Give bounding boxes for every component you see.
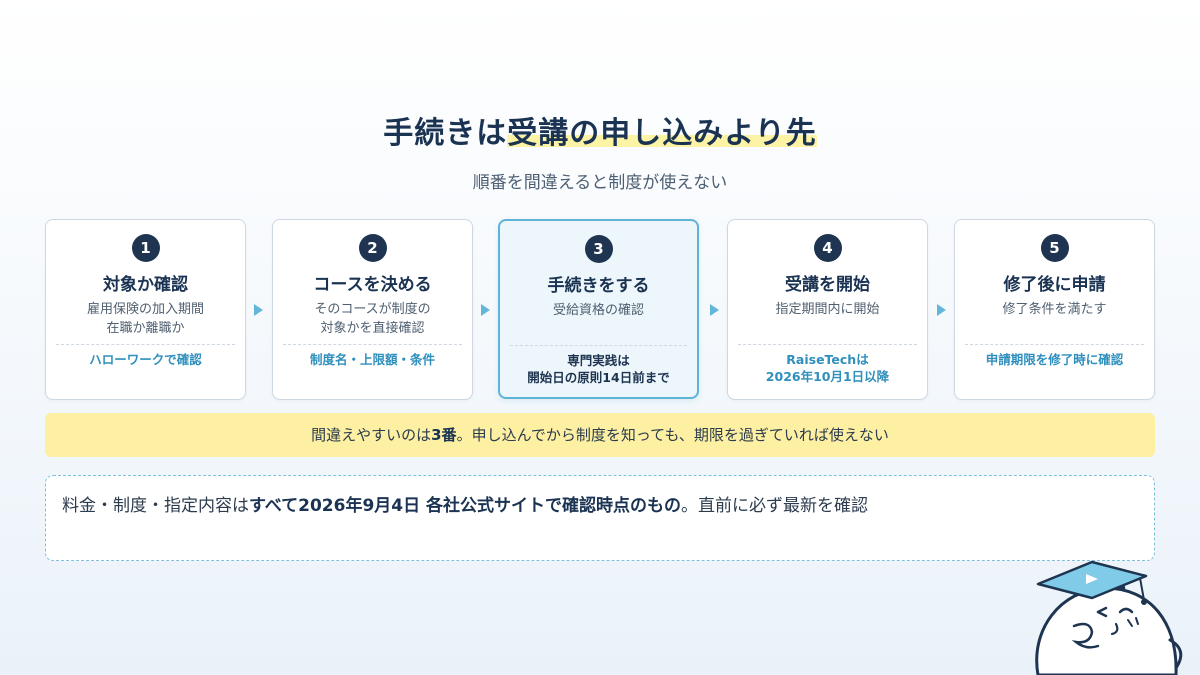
notice-box: 料金・制度・指定内容はすべて2026年9月4日 各社公式サイトで確認時点のもの。… <box>45 475 1155 561</box>
notice-strong: すべて2026年9月4日 各社公式サイトで確認時点のもの <box>249 496 682 516</box>
graduate-mascot-icon <box>1035 560 1183 675</box>
title-area: 手続きは受講の申し込みより先 <box>0 112 1200 156</box>
step-title-3: 手続きをする <box>547 276 650 296</box>
step-title-1: 対象か確認 <box>103 275 188 295</box>
step-card-1: 1 対象か確認 雇用保険の加入期間在職か離職か ハローワークで確認 <box>45 219 246 400</box>
triangle-right-icon <box>937 304 946 316</box>
notice-pre: 料金・制度・指定内容は <box>62 496 249 516</box>
triangle-right-icon <box>481 304 490 316</box>
step-desc-1: 雇用保険の加入期間在職か離職か <box>86 302 204 336</box>
notice-post: 。直前に必ず最新を確認 <box>681 496 869 516</box>
step-divider-1 <box>56 344 235 345</box>
warning-pre: 間違えやすいのは <box>311 426 432 444</box>
step-number-5: 5 <box>1040 234 1069 262</box>
page-title: 手続きは受講の申し込みより先 <box>383 112 817 156</box>
warning-post: 。申し込んでから制度を知っても、期限を過ぎていれば使えない <box>456 426 889 444</box>
step-card-2: 2 コースを決める そのコースが制度の対象かを直接確認 制度名・上限額・条件 <box>272 219 473 400</box>
step-note-1: ハローワークで確認 <box>89 352 202 367</box>
triangle-right-icon <box>254 304 263 316</box>
step-divider-3 <box>510 345 687 346</box>
step-note-2: 制度名・上限額・条件 <box>309 352 435 367</box>
step-title-4: 受講を開始 <box>785 275 870 295</box>
step-title-2: コースを決める <box>313 275 432 295</box>
title-pre: 手続きは <box>383 116 508 151</box>
step-flow: 1 対象か確認 雇用保険の加入期間在職か離職か ハローワークで確認 2 コースを… <box>45 219 1155 400</box>
step-divider-5 <box>965 344 1144 345</box>
title-highlight: 受講の申し込みより先 <box>507 116 817 151</box>
step-card-5: 5 修了後に申請 修了条件を満たす 申請期限を修了時に確認 <box>954 219 1155 400</box>
step-number-2: 2 <box>358 234 387 262</box>
step-desc-3: 受給資格の確認 <box>552 303 644 318</box>
step-number-1: 1 <box>131 234 160 262</box>
step-desc-5: 修了条件を満たす <box>1002 302 1107 317</box>
step-desc-4: 指定期間内に開始 <box>775 302 880 317</box>
step-note-3: 専門実践は開始日の原則14日前まで <box>527 353 670 385</box>
step-title-5: 修了後に申請 <box>1003 275 1106 295</box>
warning-strong: 3番 <box>431 426 457 444</box>
warning-banner: 間違えやすいのは3番。申し込んでから制度を知っても、期限を過ぎていれば使えない <box>45 413 1155 457</box>
step-note-5: 申請期限を修了時に確認 <box>985 352 1124 367</box>
triangle-right-icon <box>710 304 719 316</box>
step-number-3: 3 <box>584 235 613 263</box>
step-divider-4 <box>738 344 917 345</box>
step-desc-2: そのコースが制度の対象かを直接確認 <box>314 302 431 336</box>
step-card-3: 3 手続きをする 受給資格の確認 専門実践は開始日の原則14日前まで <box>498 219 699 399</box>
page-subtitle: 順番を間違えると制度が使えない <box>472 173 728 193</box>
step-divider-2 <box>283 344 462 345</box>
step-number-4: 4 <box>813 234 842 262</box>
